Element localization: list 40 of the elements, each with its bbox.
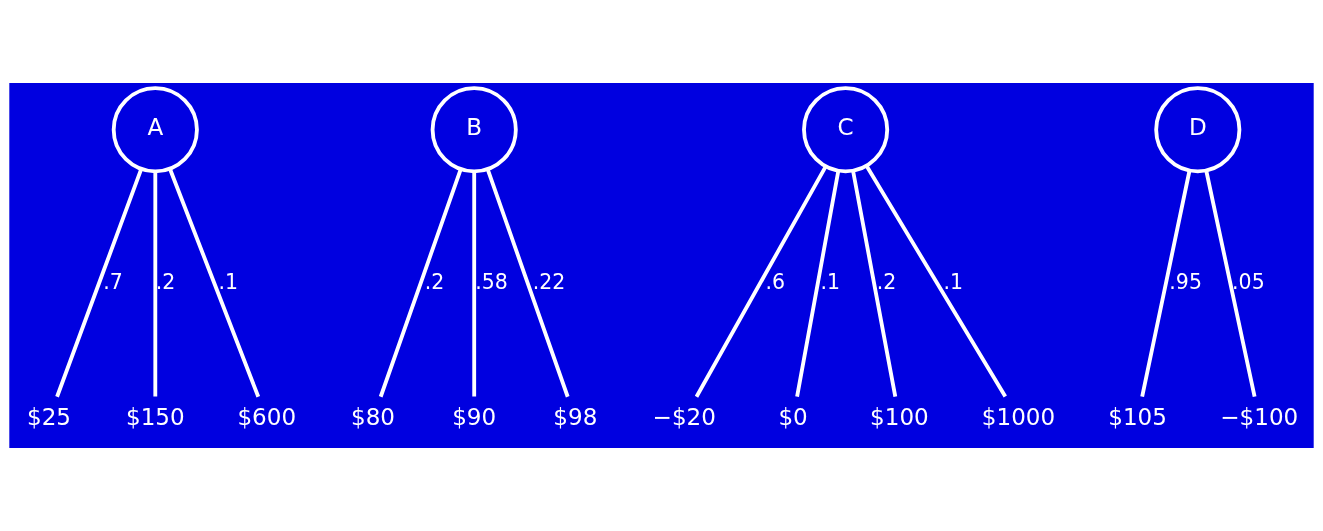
connector [472,171,477,397]
edge-label: .2 [876,269,897,294]
edge-label: .22 [532,269,566,294]
node-circle: D [1154,86,1242,174]
edge-label: .58 [475,269,508,294]
node-text: $105 [1108,404,1167,431]
edge-label: .1 [943,269,963,294]
edge-label: .2 [155,269,176,294]
connector [378,168,463,398]
node-text: $600 [237,404,297,431]
connector [55,168,143,398]
connector [694,165,828,398]
connector [485,168,570,398]
edge-label: .05 [1232,269,1265,294]
connector [851,170,898,398]
node-text: $1000 [981,404,1056,431]
node-text: $25 [27,404,71,431]
node-circle: A [111,86,199,174]
node-circle: B [430,86,518,174]
edge-label: .7 [103,269,123,294]
connector [865,165,1007,398]
node-circle: C [802,86,890,174]
edge-label: .6 [765,269,785,294]
connector [795,170,841,398]
connector [153,171,158,397]
edge-label: .2 [424,269,445,294]
node-text: $100 [870,404,929,431]
edge-label: .1 [218,269,239,294]
connector [1140,170,1192,398]
node-text: $80 [351,404,396,431]
connector [1204,170,1257,398]
node-text: $98 [553,404,598,431]
node-text: −$20 [652,404,716,431]
node-text: $90 [452,404,497,431]
edge-label: .1 [820,269,841,294]
node-text: $150 [125,404,185,431]
edge-label: .95 [1169,269,1202,294]
connector [168,168,261,398]
node-text: −$100 [1220,404,1299,431]
node-text: $0 [778,404,808,431]
